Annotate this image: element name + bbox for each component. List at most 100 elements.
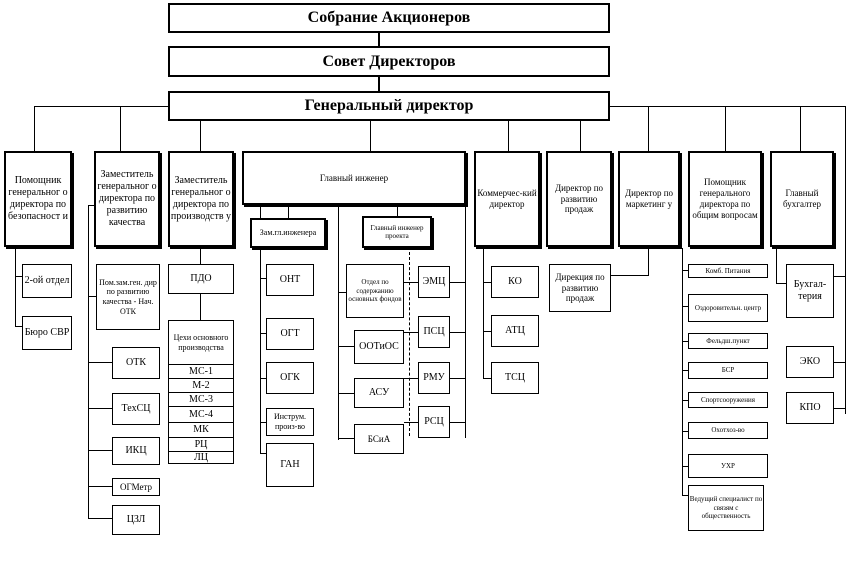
connector xyxy=(120,106,121,152)
shop-ms1-box: МС-1 xyxy=(168,364,234,379)
connector xyxy=(833,276,846,277)
board-of-directors-box: Совет Директоров xyxy=(168,46,610,77)
connector xyxy=(378,77,380,91)
gan-box: ГАН xyxy=(266,443,314,487)
shop-ms4-box: МС-4 xyxy=(168,406,234,423)
production-deputy-box: Заместитель генеральног о директора по п… xyxy=(168,151,234,247)
connector xyxy=(682,306,688,307)
bsia-box: БСиА xyxy=(354,424,404,454)
eko-box: ЭКО xyxy=(786,346,834,378)
connector xyxy=(88,296,96,297)
uhr-box: УХР xyxy=(688,454,768,478)
connector xyxy=(200,120,201,152)
bsr-box: БСР xyxy=(688,362,768,379)
connector xyxy=(404,332,418,333)
connector xyxy=(776,283,786,284)
connector xyxy=(682,370,688,371)
emc-box: ЭМЦ xyxy=(418,266,450,298)
connector xyxy=(88,486,112,487)
kpo-box: КПО xyxy=(786,392,834,424)
czl-box: ЦЗЛ xyxy=(112,505,160,535)
connector xyxy=(682,270,688,271)
connector xyxy=(88,518,112,519)
connector xyxy=(338,438,354,439)
connector xyxy=(800,106,801,152)
connector xyxy=(450,422,466,423)
rmu-box: РМУ xyxy=(418,362,450,394)
sports-facilities-box: Спортсооружения xyxy=(688,392,768,408)
ko-box: КО xyxy=(491,266,539,298)
otk-box: ОТК xyxy=(112,347,160,379)
general-assistant-box: Помощник генерального директора по общим… xyxy=(688,151,762,247)
connector xyxy=(845,106,846,414)
sales-director-box: Директор по развитию продаж xyxy=(546,151,612,247)
connector xyxy=(450,282,466,283)
connector xyxy=(260,333,266,334)
medical-point-box: Фельдш.пункт xyxy=(688,333,768,349)
connector xyxy=(611,275,648,276)
ceo-box: Генеральный директор xyxy=(168,91,610,121)
connector xyxy=(34,106,168,107)
connector xyxy=(338,292,346,293)
accounting-box: Бухгал-терия xyxy=(786,264,834,318)
catering-box: Комб. Питания xyxy=(688,264,768,278)
ogt-box: ОГТ xyxy=(266,318,314,350)
commercial-director-box: Коммерчес-кий директор xyxy=(474,151,540,247)
connector xyxy=(450,378,466,379)
connector xyxy=(34,106,35,152)
connector xyxy=(450,332,466,333)
shop-mk-box: МК xyxy=(168,422,234,438)
connector xyxy=(15,246,16,326)
connector xyxy=(378,32,380,46)
dashed-connector xyxy=(409,252,410,436)
connector xyxy=(483,331,491,332)
deputy-quality-otk-box: Пом.зам.ген. дир по развитию качества - … xyxy=(96,264,160,330)
connector xyxy=(483,282,491,283)
connector xyxy=(508,120,509,152)
pr-specialist-box: Ведущий специалист по связям с обществен… xyxy=(688,485,764,531)
ootios-box: ООТиОС xyxy=(354,330,404,364)
main-production-shops-box: Цехи основного производства xyxy=(168,320,234,366)
connector xyxy=(682,248,683,496)
connector xyxy=(260,278,266,279)
connector xyxy=(648,106,649,152)
techsc-box: ТехСЦ xyxy=(112,393,160,425)
shop-rc-box: РЦ xyxy=(168,437,234,452)
connector xyxy=(833,408,846,409)
connector xyxy=(338,204,339,440)
connector xyxy=(610,106,846,107)
tool-production-box: Инструм. произ-во xyxy=(266,408,314,436)
connector xyxy=(404,378,418,379)
shop-ms3-box: МС-3 xyxy=(168,392,234,407)
connector xyxy=(483,378,491,379)
fixed-assets-dept-box: Отдел по содержанию основных фондов xyxy=(346,264,404,318)
hunting-farm-box: Охотхоз-во xyxy=(688,422,768,439)
connector xyxy=(260,453,266,454)
connector xyxy=(15,276,22,277)
connector xyxy=(682,431,688,432)
connector xyxy=(682,341,688,342)
sales-directorate-box: Дирекция по развитию продаж xyxy=(549,264,611,312)
ogk-box: ОГК xyxy=(266,362,314,394)
connector xyxy=(88,205,96,206)
connector xyxy=(833,362,846,363)
connector xyxy=(682,400,688,401)
shop-m2-box: М-2 xyxy=(168,378,234,393)
rsc-box: РСЦ xyxy=(418,406,450,438)
atc-box: АТЦ xyxy=(491,315,539,347)
connector xyxy=(580,120,581,152)
shop-lc-box: ЛЦ xyxy=(168,451,234,464)
connector xyxy=(648,248,649,276)
connector xyxy=(88,450,112,451)
second-department-box: 2-ой отдел xyxy=(22,264,72,298)
chief-project-engineer-box: Главный инженер проекта xyxy=(362,216,432,248)
connector xyxy=(682,495,688,496)
chief-accountant-box: Главный бухгалтер xyxy=(770,151,834,247)
pdo-box: ПДО xyxy=(168,264,234,294)
connector xyxy=(370,120,371,152)
security-assistant-box: Помощник генеральног о директора по безо… xyxy=(4,151,72,247)
connector xyxy=(260,378,266,379)
connector xyxy=(404,422,418,423)
connector xyxy=(404,282,418,283)
deputy-chief-engineer-box: Зам.гл.инженера xyxy=(250,218,326,248)
